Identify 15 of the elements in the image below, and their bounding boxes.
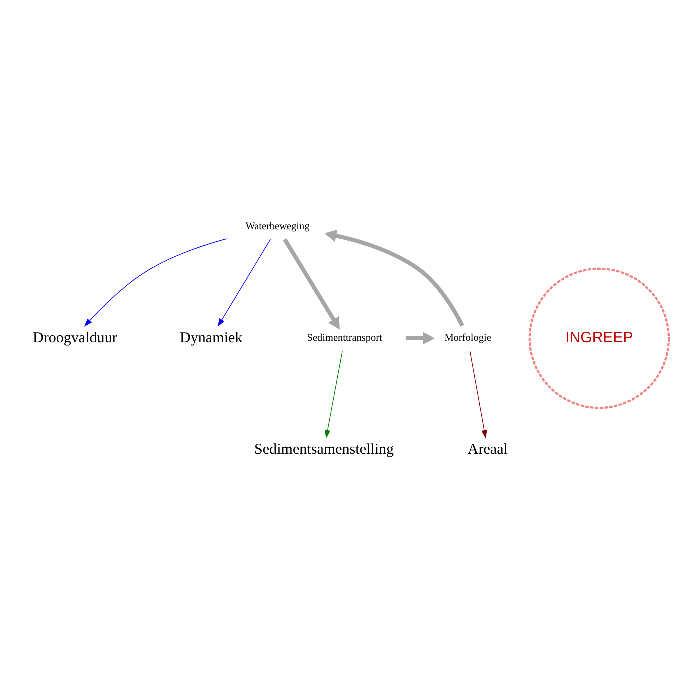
node-text: Dynamiek (180, 330, 243, 346)
node-circle: INGREEP (528, 268, 670, 410)
arrow (406, 332, 436, 345)
node-text: Sedimentsamenstelling (254, 442, 394, 458)
node-text: Droogvalduur (32, 330, 118, 346)
arrow (218, 239, 271, 327)
node-text: Sedimenttransport (307, 332, 382, 344)
node-text: Waterbeweging (246, 221, 310, 232)
arrow (324, 230, 464, 327)
arrow (84, 238, 228, 327)
node-text: Morfologie (444, 332, 492, 344)
node-text: Areaal (468, 442, 508, 458)
arrow (470, 350, 488, 439)
arrow (324, 350, 343, 439)
arrow (283, 238, 340, 330)
